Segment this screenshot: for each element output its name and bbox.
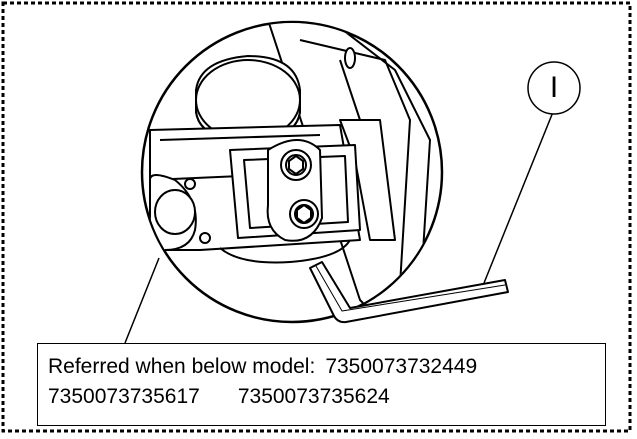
bolt-bottom [289, 199, 319, 229]
callout-label: I [549, 71, 559, 104]
note-prefix: Referred when below model: [48, 355, 316, 378]
callout-circle [527, 61, 581, 115]
model-note-box: Referred when below model:7350073732449 … [37, 343, 606, 426]
dashed-border [1, 1, 632, 433]
model-number: 7350073732449 [325, 355, 478, 378]
allen-key [309, 261, 509, 324]
model-number: 7350073735617 [48, 385, 200, 408]
note-leader [124, 257, 160, 344]
note-line-2: 7350073735617 7350073735624 [48, 382, 595, 412]
bracket-assembly [149, 23, 431, 321]
callout-leader [483, 111, 554, 284]
model-number: 7350073735624 [237, 385, 390, 408]
bolt-top [280, 149, 312, 181]
note-line-1: Referred when below model: 7350073732449 [48, 352, 595, 382]
